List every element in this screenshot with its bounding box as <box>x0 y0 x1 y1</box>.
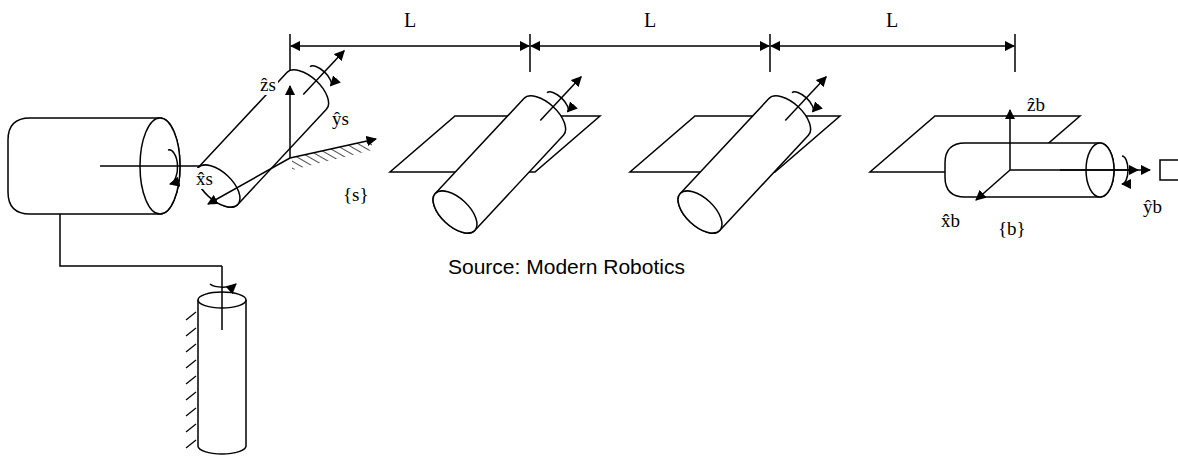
axis-label: ŷb <box>1141 196 1164 217</box>
drawing <box>8 32 1178 454</box>
source-note: Source: Modern Robotics <box>446 255 687 278</box>
dimension-label: L <box>642 9 658 31</box>
axis-label: x̂s <box>194 168 215 189</box>
axis-label: ŷs <box>330 108 351 129</box>
frame-label: {b} <box>996 218 1028 239</box>
axis-label: ẑb <box>1025 94 1047 115</box>
axis-label: x̂b <box>939 210 962 231</box>
axis-label: ẑs <box>258 74 278 95</box>
dimension-label: L <box>402 9 418 31</box>
frame-label: {s} <box>341 184 371 205</box>
dimension-label: L <box>884 9 900 31</box>
